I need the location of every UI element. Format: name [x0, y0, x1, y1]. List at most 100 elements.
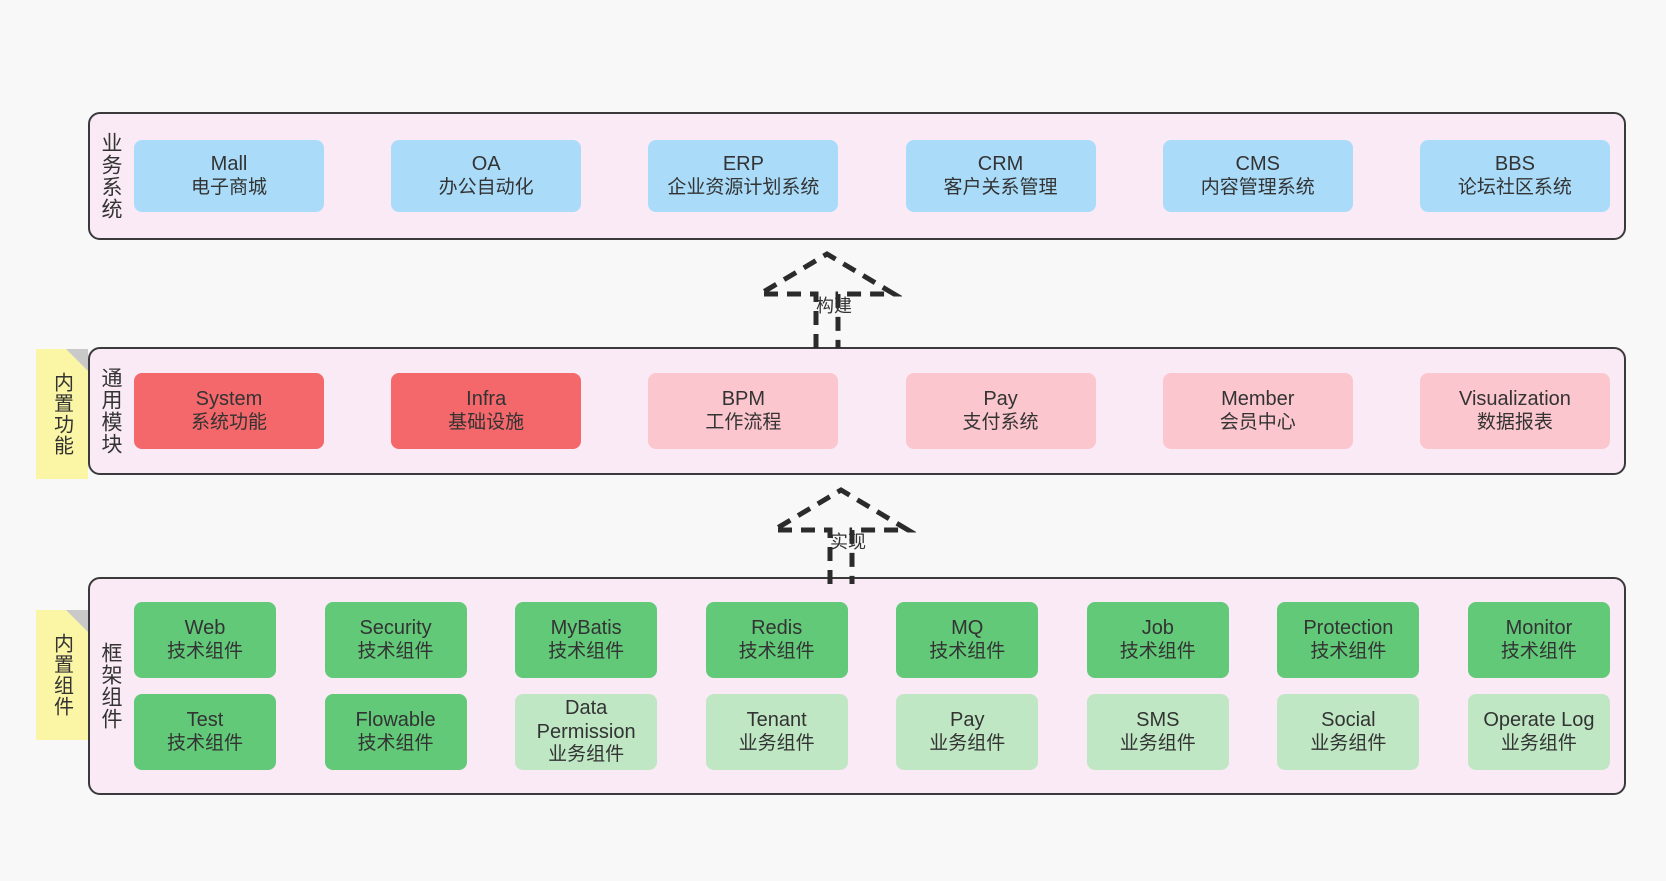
node-system[interactable]: System 系统功能: [134, 373, 324, 449]
node-desc: 业务组件: [548, 744, 625, 766]
node-desc: 技术组件: [357, 640, 434, 662]
node-desc: 内容管理系统: [1200, 176, 1315, 198]
framework-row-2: Test 技术组件 Flowable 技术组件 Data Permission …: [134, 694, 1610, 770]
connector-build-label: 构建: [816, 296, 852, 316]
node-title: MQ: [951, 617, 984, 639]
node-title: BBS: [1494, 153, 1535, 175]
node-sms[interactable]: SMS 业务组件: [1086, 694, 1229, 770]
note-fold-corner: [66, 610, 88, 632]
node-title: Flowable: [355, 709, 436, 731]
node-data-permission[interactable]: Data Permission 业务组件: [515, 694, 658, 770]
node-oa[interactable]: OA 办公自动化: [391, 140, 582, 212]
node-desc: 业务组件: [929, 732, 1006, 754]
node-title: Data Permission: [536, 697, 636, 743]
node-title: SMS: [1136, 709, 1180, 731]
layer-title-business: 业务系统: [98, 132, 122, 220]
note-builtin-component: 内置组件: [36, 610, 88, 740]
node-desc: 技术组件: [929, 640, 1006, 662]
node-desc: 技术组件: [1500, 640, 1577, 662]
layer-body-common: System 系统功能 Infra 基础设施 BPM 工作流程 Pay 支付系统…: [130, 349, 1624, 473]
node-desc: 技术组件: [1119, 640, 1196, 662]
node-web[interactable]: Web 技术组件: [134, 602, 276, 678]
node-title: Operate Log: [1483, 709, 1595, 731]
node-test[interactable]: Test 技术组件: [134, 694, 276, 770]
node-title: Web: [184, 617, 226, 639]
node-title: Security: [359, 617, 432, 639]
node-visualization[interactable]: Visualization 数据报表: [1419, 373, 1610, 449]
layer-framework-component: 框架组件 Web 技术组件 Security 技术组件 MyBatis 技术组件…: [88, 577, 1626, 795]
note-label: 内置组件: [50, 633, 73, 717]
node-desc: 客户关系管理: [943, 176, 1058, 198]
node-desc: 系统功能: [190, 411, 267, 433]
node-title: MyBatis: [550, 617, 622, 639]
layer-common-module: 通用模块 System 系统功能 Infra 基础设施 BPM 工作流程 Pay…: [88, 347, 1626, 475]
node-crm[interactable]: CRM 客户关系管理: [905, 140, 1096, 212]
node-desc: 技术组件: [548, 640, 625, 662]
node-title: OA: [471, 153, 501, 175]
node-desc: 业务组件: [1310, 732, 1387, 754]
connector-implement-arrow: [766, 487, 916, 584]
layer-body-framework: Web 技术组件 Security 技术组件 MyBatis 技术组件 Redi…: [130, 579, 1624, 793]
layer-title-common: 通用模块: [98, 367, 122, 455]
node-desc: 论坛社区系统: [1457, 176, 1572, 198]
connector-build-arrow: [752, 251, 902, 348]
node-desc: 技术组件: [166, 640, 243, 662]
node-title: Infra: [466, 388, 507, 410]
node-title: Redis: [751, 617, 803, 639]
node-mq[interactable]: MQ 技术组件: [896, 602, 1039, 678]
node-desc: 业务组件: [1500, 732, 1577, 754]
node-desc: 业务组件: [1119, 732, 1196, 754]
node-title: Member: [1221, 388, 1295, 410]
node-member[interactable]: Member 会员中心: [1162, 373, 1353, 449]
node-infra[interactable]: Infra 基础设施: [391, 373, 582, 449]
node-desc: 技术组件: [1310, 640, 1387, 662]
node-title: Visualization: [1458, 388, 1571, 410]
node-desc: 企业资源计划系统: [667, 176, 820, 198]
node-cms[interactable]: CMS 内容管理系统: [1162, 140, 1353, 212]
node-security[interactable]: Security 技术组件: [324, 602, 467, 678]
node-title: Protection: [1303, 617, 1394, 639]
node-title: Tenant: [746, 709, 807, 731]
node-desc: 技术组件: [166, 732, 243, 754]
node-erp[interactable]: ERP 企业资源计划系统: [648, 140, 839, 212]
node-social[interactable]: Social 业务组件: [1277, 694, 1420, 770]
note-label: 内置功能: [50, 372, 73, 456]
node-mybatis[interactable]: MyBatis 技术组件: [515, 602, 658, 678]
common-row-1: System 系统功能 Infra 基础设施 BPM 工作流程 Pay 支付系统…: [134, 373, 1610, 449]
node-desc: 工作流程: [705, 411, 782, 433]
framework-row-1: Web 技术组件 Security 技术组件 MyBatis 技术组件 Redi…: [134, 602, 1610, 678]
node-title: CRM: [977, 153, 1024, 175]
node-monitor[interactable]: Monitor 技术组件: [1467, 602, 1610, 678]
node-bbs[interactable]: BBS 论坛社区系统: [1419, 140, 1610, 212]
connector-implement-label: 实现: [830, 532, 866, 552]
node-mall[interactable]: Mall 电子商城: [134, 140, 324, 212]
note-fold-corner: [66, 349, 88, 371]
node-desc: 技术组件: [357, 732, 434, 754]
node-desc: 会员中心: [1219, 411, 1296, 433]
node-job[interactable]: Job 技术组件: [1086, 602, 1229, 678]
node-desc: 业务组件: [738, 732, 815, 754]
node-title: Pay: [983, 388, 1018, 410]
business-row-1: Mall 电子商城 OA 办公自动化 ERP 企业资源计划系统 CRM 客户关系…: [134, 140, 1610, 212]
node-title: ERP: [722, 153, 764, 175]
node-flowable[interactable]: Flowable 技术组件: [324, 694, 467, 770]
node-title: Social: [1321, 709, 1376, 731]
node-title: Monitor: [1505, 617, 1573, 639]
node-title: System: [195, 388, 263, 410]
node-bpm[interactable]: BPM 工作流程: [648, 373, 839, 449]
layer-body-business: Mall 电子商城 OA 办公自动化 ERP 企业资源计划系统 CRM 客户关系…: [130, 114, 1624, 238]
node-pay-module[interactable]: Pay 支付系统: [905, 373, 1096, 449]
node-title: Job: [1141, 617, 1174, 639]
node-pay-component[interactable]: Pay 业务组件: [896, 694, 1039, 770]
node-title: Mall: [210, 153, 248, 175]
node-operate-log[interactable]: Operate Log 业务组件: [1467, 694, 1610, 770]
node-desc: 电子商城: [190, 176, 267, 198]
node-title: CMS: [1235, 153, 1280, 175]
node-tenant[interactable]: Tenant 业务组件: [705, 694, 848, 770]
node-desc: 办公自动化: [438, 176, 534, 198]
node-desc: 技术组件: [738, 640, 815, 662]
node-redis[interactable]: Redis 技术组件: [705, 602, 848, 678]
node-title: BPM: [721, 388, 766, 410]
node-protection[interactable]: Protection 技术组件: [1277, 602, 1420, 678]
